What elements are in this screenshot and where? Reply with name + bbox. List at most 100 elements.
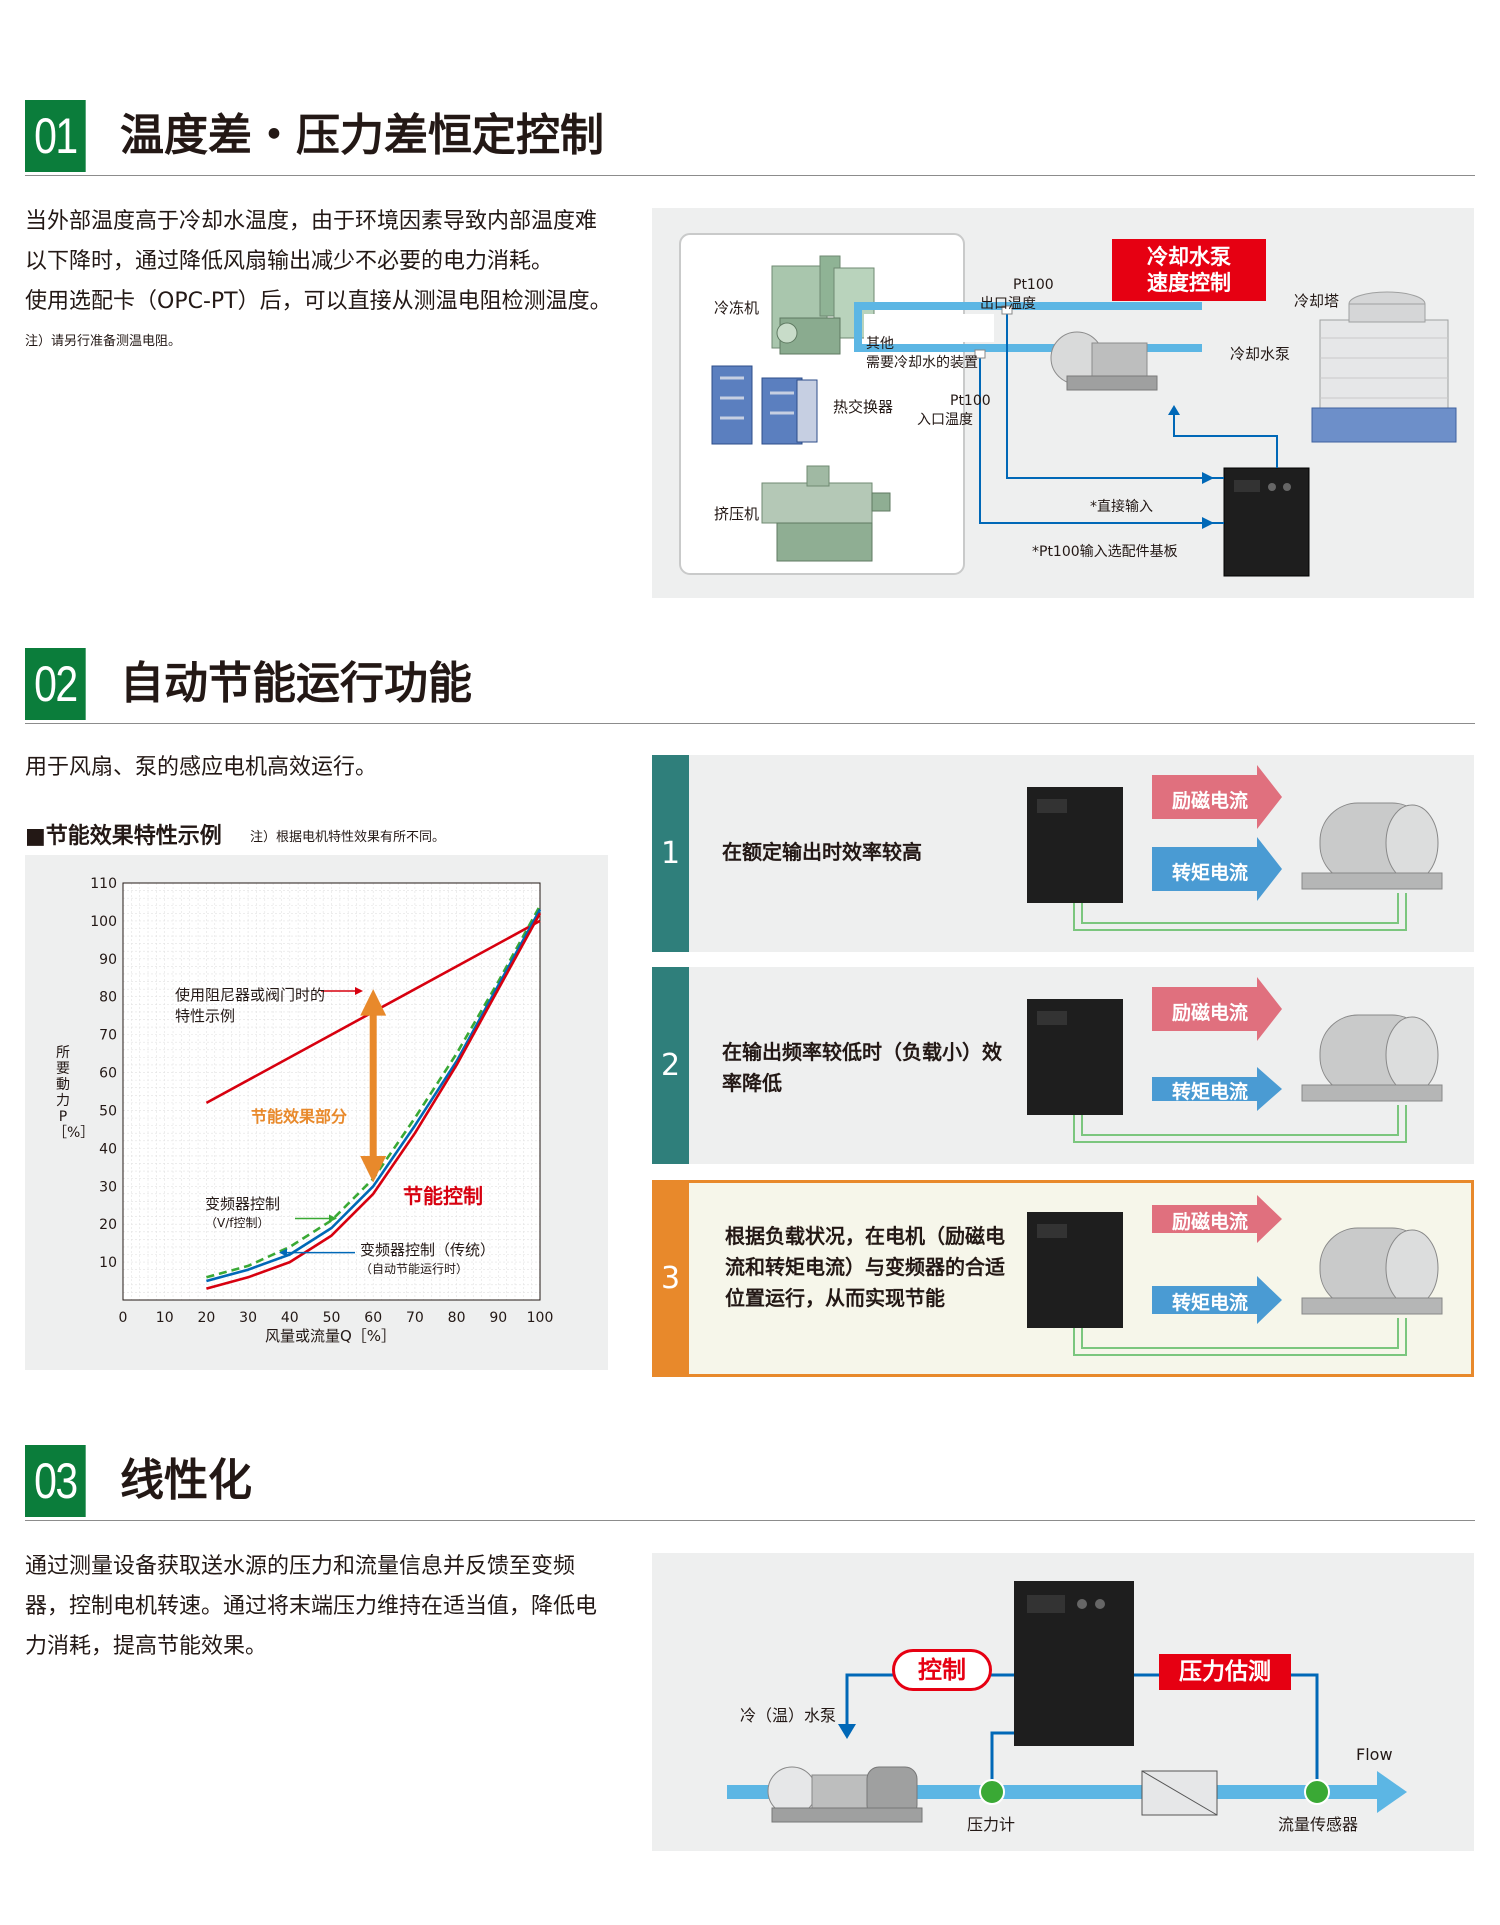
cooling-tower-label: 冷却塔 — [1294, 292, 1340, 310]
torque-arrow — [1152, 1067, 1282, 1111]
conventional-line-2: （自动节能运行时） — [360, 1262, 469, 1276]
chiller-label: 冷冻机 — [714, 299, 760, 317]
wire-2 — [1081, 893, 1399, 924]
y-tick-label: 30 — [99, 1179, 117, 1195]
flow-sensor-label: 流量传感器 — [1278, 1815, 1359, 1834]
wire-2 — [1081, 1105, 1399, 1136]
y-tick-label: 40 — [99, 1141, 117, 1157]
wire-1 — [1073, 1318, 1407, 1356]
inverter-icon — [1223, 467, 1310, 577]
x-tick-label: 70 — [406, 1310, 424, 1326]
chart-heading-note: 注）根据电机特性效果有所不同。 — [250, 830, 446, 845]
x-tick-label: 10 — [156, 1310, 174, 1326]
section-divider-2 — [25, 723, 1475, 724]
damper-line-1: 使用阻尼器或阀门时的 — [175, 986, 326, 1004]
pump-label: 冷（温）水泵 — [740, 1706, 837, 1725]
y-tick-label: 60 — [99, 1066, 117, 1082]
row-number-2: 2 — [652, 967, 689, 1164]
torque-arrow — [1152, 837, 1282, 901]
section3-paragraph: 通过测量设备获取送水源的压力和流量信息并反馈至变频 器，控制电机转速。通过将末端… — [25, 1547, 625, 1667]
wire-1 — [1073, 893, 1407, 931]
y-tick-label: 20 — [99, 1217, 117, 1233]
redbox-line-2: 速度控制 — [1147, 271, 1231, 295]
y-axis-label: 所要動力P［%］ — [53, 1045, 95, 1141]
row-3-diagram — [1027, 1195, 1443, 1356]
motor-icon — [1301, 1227, 1443, 1315]
pressure-estimate-line — [1134, 1673, 1319, 1785]
extruder-icon — [761, 465, 891, 562]
x-tick-label: 0 — [119, 1310, 128, 1326]
flow-sensor-icon — [1304, 1779, 1330, 1805]
section-title-3: 线性化 — [120, 1455, 252, 1506]
section-number-02: 02 — [25, 648, 86, 720]
y-tick-label: 70 — [99, 1028, 117, 1044]
torque-label: 转矩电流 — [1172, 1081, 1249, 1103]
section1-paragraph: 当外部温度高于冷却水温度，由于环境因素导致内部温度难 以下降时，通过降低风扇输出… — [25, 202, 625, 322]
direct-input-wire — [1006, 312, 1224, 479]
cooling-pump-icon — [1050, 331, 1158, 391]
saving-arrowhead-up — [360, 989, 387, 1016]
heat-exchanger-icon — [711, 365, 818, 445]
x-tick-label: 40 — [281, 1310, 299, 1326]
pt100-out-label-2: 出口温度 — [980, 296, 1036, 312]
conventional-line-1: 变频器控制（传统） — [360, 1241, 496, 1259]
other-devices-label-1: 其他 — [866, 336, 894, 352]
plot-frame — [122, 882, 541, 1301]
saving-control-annotation: 节能控制 — [403, 1184, 483, 1208]
heat-exchanger-label: 热交换器 — [833, 398, 894, 416]
conventional-pointer-head — [279, 1248, 287, 1257]
wire-1 — [1073, 1105, 1407, 1143]
series-line-2 — [206, 908, 542, 1283]
para-line: 当外部温度高于冷却水温度，由于环境因素导致内部温度难 — [25, 209, 598, 234]
x-tick-label: 30 — [239, 1310, 257, 1326]
linearization-svg — [727, 1581, 1407, 1823]
flow-arrowhead — [1377, 1771, 1407, 1813]
gauge-line — [990, 1731, 1014, 1785]
x-tick-label: 90 — [489, 1310, 507, 1326]
excitation-label: 励磁电流 — [1172, 1211, 1249, 1233]
y-tick-label: 110 — [90, 876, 117, 892]
damper-line-2: 特性示例 — [175, 1007, 236, 1025]
section-title-2: 自动节能运行功能 — [120, 658, 472, 709]
para-line: 使用选配卡（OPC-PT）后，可以直接从测温电阻检测温度。 — [25, 289, 612, 314]
vf-annotation: 变频器控制 （V/f控制） — [205, 1195, 280, 1233]
pt100-in-probe — [974, 349, 986, 359]
cooling-pump-label: 冷却水泵 — [1230, 345, 1291, 363]
control-arrowhead — [838, 1724, 856, 1739]
section-number-01: 01 — [25, 100, 86, 172]
damper-annotation: 使用阻尼器或阀门时的 特性示例 — [175, 985, 325, 1027]
pt100-board-label: *Pt100输入选配件基板 — [1032, 544, 1178, 560]
excitation-arrow — [1152, 1195, 1282, 1243]
motor-icon — [1301, 1014, 1443, 1102]
motor-icon — [1301, 802, 1443, 890]
control-arrowhead — [1168, 405, 1180, 415]
excitation-arrow — [1152, 977, 1282, 1041]
pressure-estimate-badge: 压力估测 — [1159, 1654, 1291, 1690]
section-divider-3 — [25, 1520, 1475, 1521]
excitation-label: 励磁电流 — [1172, 790, 1249, 812]
torque-label: 转矩电流 — [1172, 862, 1249, 884]
row-1-diagram — [1027, 765, 1443, 931]
inverter-icon — [1014, 1581, 1134, 1746]
pt100-out-label-1: Pt100 — [1013, 277, 1054, 293]
section-divider-1 — [25, 175, 1475, 176]
x-tick-label: 60 — [364, 1310, 382, 1326]
excitation-arrow — [1152, 765, 1282, 829]
efficiency-row-3: 3 根据负载状况，在电机（励磁电流和转矩电流）与变频器的合适位置运行，从而实现节… — [652, 1180, 1474, 1377]
pt100-board-wire — [979, 356, 1224, 524]
redbox-line-1: 冷却水泵 — [1147, 245, 1231, 269]
y-tick-label: 50 — [99, 1103, 117, 1119]
y-tick-label: 80 — [99, 990, 117, 1006]
damper-pointer-head — [355, 987, 363, 996]
row-2-diagram — [1027, 977, 1443, 1143]
control-badge: 控制 — [892, 1649, 992, 1691]
flow-label: Flow — [1356, 1745, 1393, 1764]
section-title-1: 温度差・压力差恒定控制 — [120, 110, 604, 161]
arrowhead-board — [1202, 517, 1214, 529]
vf-pointer-head — [329, 1214, 337, 1223]
pt100-in-label-1: Pt100 — [950, 393, 991, 409]
row-text-3: 根据负载状况，在电机（励磁电流和转矩电流）与变频器的合适位置运行，从而实现节能 — [725, 1224, 1005, 1310]
water-pump-icon — [767, 1766, 923, 1823]
